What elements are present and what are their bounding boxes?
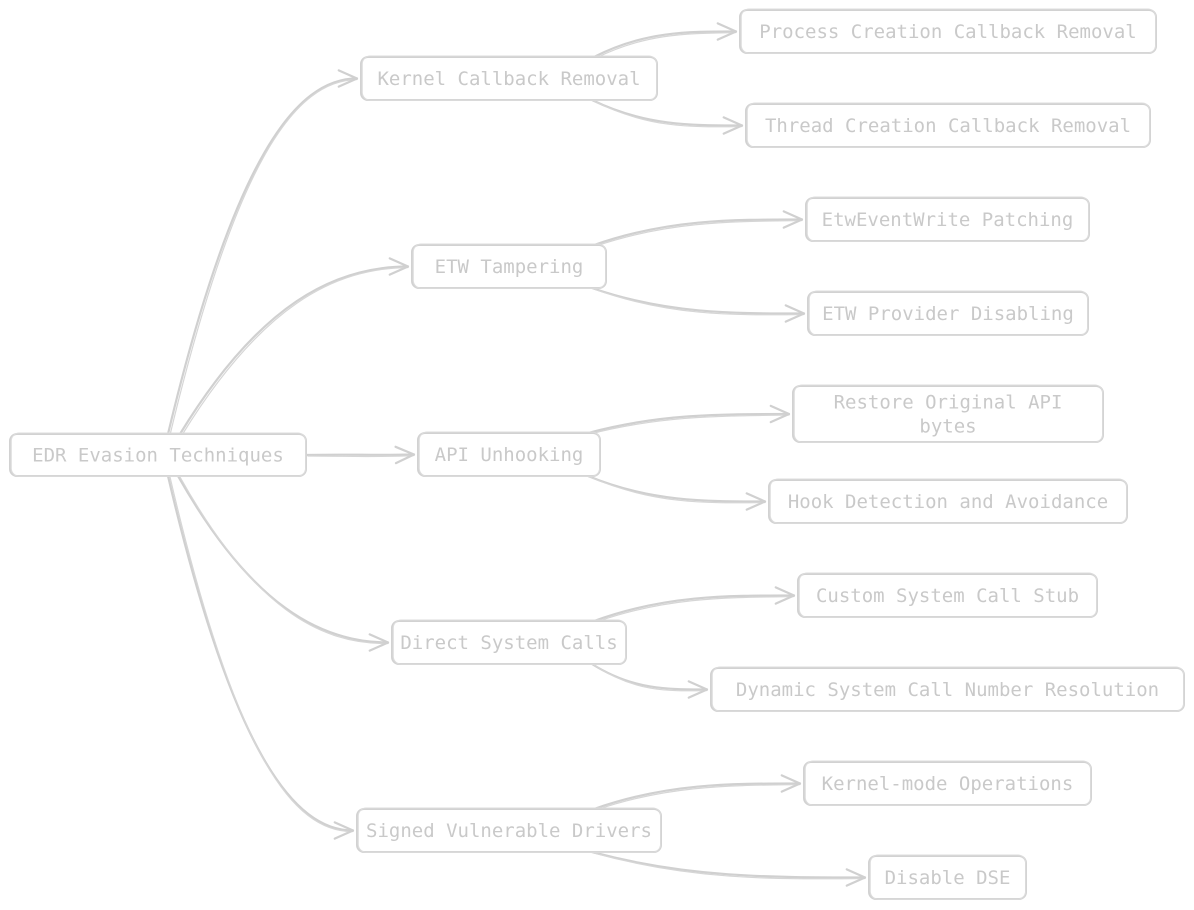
edge-signed-vulnerable-drivers-to-disable-dse-arrowhead — [845, 868, 867, 887]
branch-node-api-unhooking-label: API Unhooking — [435, 444, 584, 466]
edges-layer — [166, 22, 867, 887]
leaf-node-etweventwrite-patching-box-outline — [806, 196, 1090, 242]
leaf-node-hook-detection-and-avoidance-label: Hook Detection and Avoidance — [788, 491, 1108, 513]
leaf-node-custom-system-call-stub-box-outline — [798, 572, 1098, 618]
branch-node-direct-system-calls-label: Direct System Calls — [400, 632, 617, 654]
branch-node-etw-tampering-box-outline — [412, 243, 607, 289]
leaf-node-process-creation-callback-removal-box-outline — [740, 8, 1157, 54]
leaf-node-custom-system-call-stub-label: Custom System Call Stub — [816, 585, 1079, 607]
edge-signed-vulnerable-drivers-to-kernel-mode-operations-arrowhead — [780, 774, 802, 793]
leaf-node-dynamic-system-call-number-resolution: Dynamic System Call Number Resolution — [710, 666, 1185, 712]
leaf-node-process-creation-callback-removal: Process Creation Callback Removal — [739, 8, 1157, 54]
leaf-node-etweventwrite-patching-label: EtwEventWrite Patching — [822, 209, 1074, 231]
branch-node-kernel-callback-removal-label: Kernel Callback Removal — [377, 68, 640, 90]
branch-node-kernel-callback-removal: Kernel Callback Removal — [360, 55, 658, 101]
branch-node-etw-tampering-label: ETW Tampering — [435, 256, 584, 278]
edge-kernel-callback-removal-to-process-creation-callback-removal — [592, 30, 738, 59]
edge-root-to-etw-tampering — [178, 265, 410, 436]
branch-node-etw-tampering: ETW Tampering — [411, 243, 607, 289]
leaf-node-etweventwrite-patching: EtwEventWrite Patching — [805, 196, 1090, 242]
edge-api-unhooking-to-restore-original-api-bytes-sketch — [589, 414, 790, 435]
leaf-node-kernel-mode-operations: Kernel-mode Operations — [803, 760, 1092, 806]
edge-root-to-etw-tampering-arrowhead — [388, 257, 410, 276]
edge-etw-tampering-to-etw-provider-disabling-arrowhead — [784, 304, 806, 323]
leaf-node-custom-system-call-stub: Custom System Call Stub — [797, 572, 1098, 618]
leaf-node-thread-creation-callback-removal-box-outline — [746, 102, 1151, 148]
edge-etw-tampering-to-etweventwrite-patching — [592, 218, 804, 247]
edge-root-to-kernel-callback-removal-arrowhead — [337, 69, 359, 88]
leaf-node-kernel-mode-operations-label: Kernel-mode Operations — [822, 773, 1074, 795]
edge-root-to-signed-vulnerable-drivers-sketch — [169, 476, 354, 833]
edge-root-to-direct-system-calls — [176, 474, 390, 644]
edge-root-to-kernel-callback-removal — [166, 77, 359, 436]
branch-node-signed-vulnerable-drivers-label: Signed Vulnerable Drivers — [366, 820, 652, 842]
edge-root-to-direct-system-calls-sketch — [179, 476, 389, 645]
edge-root-to-api-unhooking — [304, 453, 416, 457]
edge-root-to-api-unhooking-sketch — [307, 454, 415, 458]
branch-node-signed-vulnerable-drivers-box-outline — [357, 807, 662, 853]
edge-direct-system-calls-to-dynamic-system-call-number-resolution-sketch — [593, 664, 708, 692]
edge-api-unhooking-to-restore-original-api-bytes — [586, 412, 791, 435]
leaf-node-dynamic-system-call-number-resolution-label: Dynamic System Call Number Resolution — [736, 679, 1159, 701]
edge-api-unhooking-to-restore-original-api-bytes-arrowhead — [769, 404, 791, 424]
leaf-node-hook-detection-and-avoidance-box-outline — [769, 478, 1128, 524]
edge-root-to-api-unhooking-arrowhead — [394, 445, 416, 465]
edge-api-unhooking-to-hook-detection-and-avoidance-arrowhead — [745, 492, 767, 511]
edge-root-to-signed-vulnerable-drivers-arrowhead — [333, 821, 355, 840]
leaf-node-disable-dse-box-outline — [869, 854, 1027, 900]
edge-root-to-direct-system-calls-arrowhead — [368, 633, 390, 652]
leaf-node-process-creation-callback-removal-label: Process Creation Callback Removal — [759, 21, 1137, 43]
leaf-node-etw-provider-disabling: ETW Provider Disabling — [807, 290, 1089, 336]
edge-root-to-signed-vulnerable-drivers — [166, 474, 355, 832]
edge-direct-system-calls-to-custom-system-call-stub-sketch — [595, 595, 795, 623]
branch-node-api-unhooking: API Unhooking — [417, 431, 601, 477]
edge-kernel-callback-removal-to-process-creation-callback-removal-sketch — [595, 31, 737, 59]
leaf-node-restore-original-api-bytes-label-line-1: Restore Original API — [834, 392, 1063, 414]
leaf-node-restore-original-api-bytes-label-line-2: bytes — [919, 416, 976, 438]
edge-etw-tampering-to-etw-provider-disabling — [590, 286, 806, 315]
leaf-node-etw-provider-disabling-label: ETW Provider Disabling — [822, 303, 1074, 325]
leaf-node-kernel-mode-operations-box-outline — [804, 760, 1092, 806]
edge-etw-tampering-to-etw-provider-disabling-sketch — [593, 288, 805, 316]
edge-signed-vulnerable-drivers-to-disable-dse — [590, 850, 867, 879]
leaf-node-disable-dse: Disable DSE — [868, 854, 1027, 900]
leaf-node-restore-original-api-bytes-box-outline — [793, 384, 1104, 443]
branch-node-api-unhooking-box-outline — [418, 431, 601, 477]
edge-etw-tampering-to-etweventwrite-patching-sketch — [595, 219, 803, 247]
leaf-node-thread-creation-callback-removal: Thread Creation Callback Removal — [745, 102, 1151, 148]
edge-direct-system-calls-to-custom-system-call-stub-arrowhead — [774, 586, 796, 605]
edge-direct-system-calls-to-custom-system-call-stub — [592, 594, 796, 623]
leaf-node-thread-creation-callback-removal-label: Thread Creation Callback Removal — [765, 115, 1131, 137]
edge-signed-vulnerable-drivers-to-disable-dse-sketch — [593, 852, 866, 880]
edge-api-unhooking-to-hook-detection-and-avoidance — [586, 474, 767, 503]
edge-root-to-kernel-callback-removal-sketch — [169, 78, 358, 436]
leaf-node-etw-provider-disabling-box-outline — [808, 290, 1089, 336]
root-node-label: EDR Evasion Techniques — [32, 445, 284, 467]
edge-signed-vulnerable-drivers-to-kernel-mode-operations — [592, 782, 802, 811]
edge-kernel-callback-removal-to-process-creation-callback-removal-arrowhead — [716, 22, 738, 41]
branch-node-direct-system-calls: Direct System Calls — [391, 619, 627, 665]
edge-kernel-callback-removal-to-thread-creation-callback-removal-sketch — [593, 100, 743, 128]
root-node-box-outline — [10, 432, 307, 477]
edge-direct-system-calls-to-dynamic-system-call-number-resolution-arrowhead — [687, 680, 709, 699]
branch-node-kernel-callback-removal-box-outline — [361, 55, 658, 101]
edge-root-to-etw-tampering-sketch — [181, 266, 409, 436]
leaf-node-dynamic-system-call-number-resolution-box-outline — [711, 666, 1185, 712]
leaf-node-disable-dse-label: Disable DSE — [885, 867, 1011, 889]
branch-node-signed-vulnerable-drivers: Signed Vulnerable Drivers — [356, 807, 662, 853]
leaf-node-hook-detection-and-avoidance: Hook Detection and Avoidance — [768, 478, 1128, 524]
edge-etw-tampering-to-etweventwrite-patching-arrowhead — [782, 210, 804, 229]
edge-api-unhooking-to-hook-detection-and-avoidance-sketch — [589, 476, 766, 504]
branch-node-direct-system-calls-box-outline — [392, 619, 627, 665]
edge-kernel-callback-removal-to-thread-creation-callback-removal — [590, 98, 744, 127]
edge-kernel-callback-removal-to-thread-creation-callback-removal-arrowhead — [722, 116, 744, 135]
edge-direct-system-calls-to-dynamic-system-call-number-resolution — [590, 662, 709, 691]
nodes-layer: EDR Evasion Techniques Kernel Callback Re… — [9, 8, 1185, 900]
edge-signed-vulnerable-drivers-to-kernel-mode-operations-sketch — [595, 783, 801, 811]
root-node: EDR Evasion Techniques — [9, 432, 307, 477]
